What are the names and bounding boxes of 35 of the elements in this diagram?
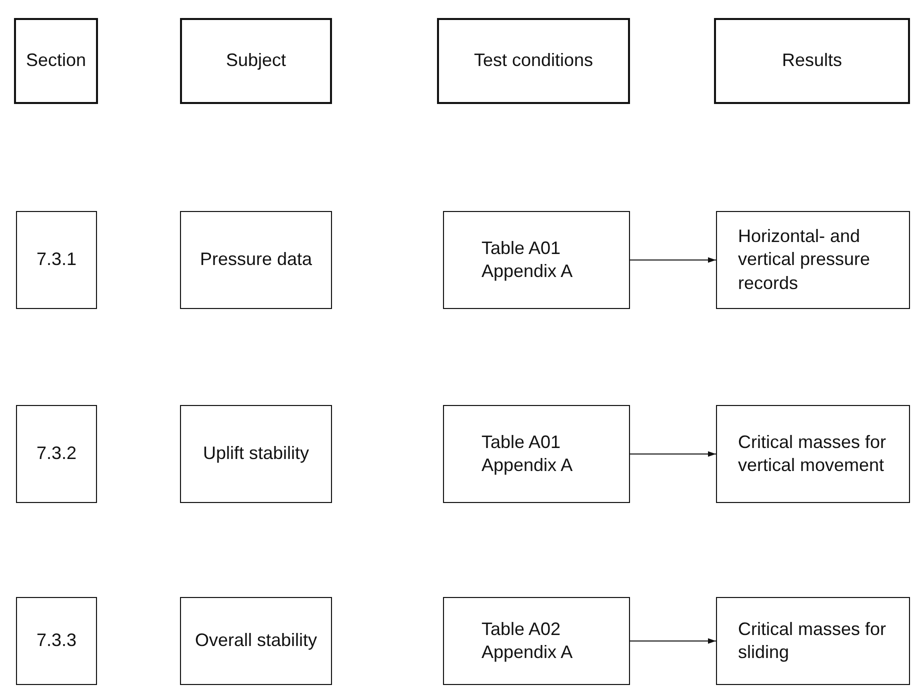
section-number: 7.3.1: [36, 248, 77, 272]
section-number: 7.3.3: [36, 629, 77, 652]
process-box: [180, 597, 332, 685]
process-box: [180, 405, 332, 503]
column-header: Test conditions: [474, 49, 594, 72]
process-box: [16, 211, 97, 309]
process-box: [443, 405, 630, 503]
process-box: [16, 597, 97, 685]
test-conditions-reference: Table A01 Appendix A: [482, 236, 574, 283]
test-conditions-reference: Table A02 Appendix A: [482, 618, 574, 664]
process-box: [716, 597, 910, 685]
section-number: 7.3.2: [36, 442, 77, 466]
test-conditions-reference: Table A01 Appendix A: [482, 430, 574, 477]
column-header: Results: [782, 49, 842, 72]
result-description: Critical masses for sliding: [738, 618, 888, 664]
header-box: [437, 18, 630, 104]
column-header: Subject: [226, 49, 286, 72]
header-box: [714, 18, 910, 104]
header-box: [14, 18, 98, 104]
column-header: Section: [26, 49, 86, 72]
subject-label: Overall stability: [194, 629, 318, 652]
process-box: [16, 405, 97, 503]
arrow: [630, 257, 716, 263]
result-description: Horizontal- and vertical pressure records: [738, 224, 872, 295]
subject-label: Pressure data: [200, 248, 312, 272]
process-box: [443, 597, 630, 685]
process-box: [180, 211, 332, 309]
process-box: [716, 211, 910, 309]
arrow: [630, 451, 716, 457]
header-box: [180, 18, 332, 104]
result-description: Critical masses for vertical movement: [738, 430, 888, 477]
process-box: [716, 405, 910, 503]
process-box: [443, 211, 630, 309]
arrow: [630, 638, 716, 644]
subject-label: Uplift stability: [202, 442, 310, 466]
